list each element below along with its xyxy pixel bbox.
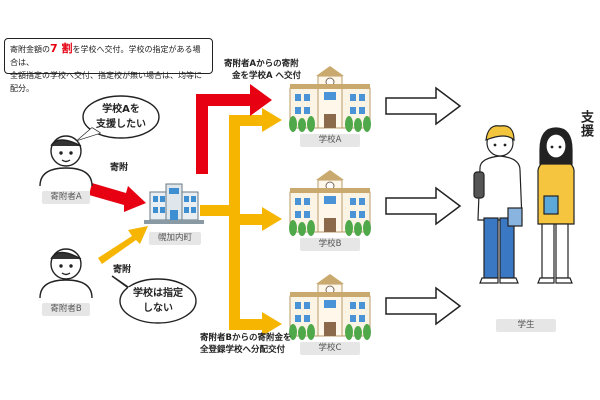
bubble-b-text: 学校は指定 しない — [122, 286, 194, 316]
outline-arrows — [385, 86, 462, 326]
donor-b-arrow-label: 寄附 — [113, 265, 132, 275]
notice-line2: 全額指定の学校へ交付、指定校が無い場合は、均等に配分。 — [10, 71, 202, 93]
school-a-to-students-arrow — [385, 86, 462, 126]
bubble-a-text: 学校Aを 支援したい — [85, 102, 157, 132]
students-label: 学生 — [496, 319, 556, 332]
school-c-label: 学校C — [300, 342, 360, 355]
school-c-to-students-arrow — [385, 286, 462, 326]
town-label: 幌加内町 — [149, 232, 201, 245]
notice-part1: 寄附金額の — [10, 45, 50, 54]
school-b-building — [289, 170, 371, 236]
school-a-label: 学校A — [300, 134, 360, 147]
school-b-label: 学校B — [300, 238, 360, 251]
note-a-line2: 金を学校A へ交付 — [232, 71, 302, 81]
donor-b-figure — [39, 248, 93, 299]
donor-b-label: 寄附者B — [42, 303, 90, 316]
donor-a-red-arrow — [89, 183, 146, 212]
donor-a-figure — [39, 135, 93, 187]
student-girl-figure — [537, 127, 575, 284]
student-boy-figure — [473, 125, 523, 284]
notice-highlight: 7 割 — [50, 42, 73, 55]
bubble-b-line1: 学校は指定 — [133, 288, 183, 299]
notice-box: 寄附金額の7 割を学校へ交付。学校の指定がある場合は、 全額指定の学校へ交付、指… — [4, 38, 213, 93]
note-b: 寄附者Bからの寄附金を 全登録学校へ分配交付 — [200, 332, 291, 356]
town-to-school-a-red-arrow — [196, 84, 272, 174]
note-a: 寄附者Aからの寄附 金を学校A へ交付 — [224, 58, 301, 82]
yellow-distribution-arrows — [98, 108, 282, 336]
school-a-building — [289, 66, 371, 132]
notice-part2: を学校へ交付。学校の指定がある場合は、 — [10, 45, 201, 67]
note-a-line1: 寄附者Aからの寄附 — [224, 59, 299, 69]
bubble-a-line1: 学校Aを — [102, 104, 140, 115]
red-arrows — [89, 84, 272, 212]
town-hall-building — [144, 183, 204, 224]
vertical-support-text: 各学校ごとに学生や卒業生を支援 — [578, 110, 600, 292]
note-b-line2: 全登録学校へ分配交付 — [200, 345, 286, 355]
school-c-building — [289, 274, 371, 340]
donor-b-yellow-arrow — [98, 226, 148, 264]
donor-a-label: 寄附者A — [42, 191, 90, 204]
note-b-line1: 寄附者Bからの寄附金を — [200, 333, 292, 343]
school-b-to-students-arrow — [385, 186, 462, 226]
bubble-a-line2: 支援したい — [96, 119, 146, 130]
bubble-b — [119, 278, 197, 324]
bubble-b-line2: しない — [143, 303, 173, 314]
donor-a-arrow-label: 寄附 — [110, 163, 129, 173]
